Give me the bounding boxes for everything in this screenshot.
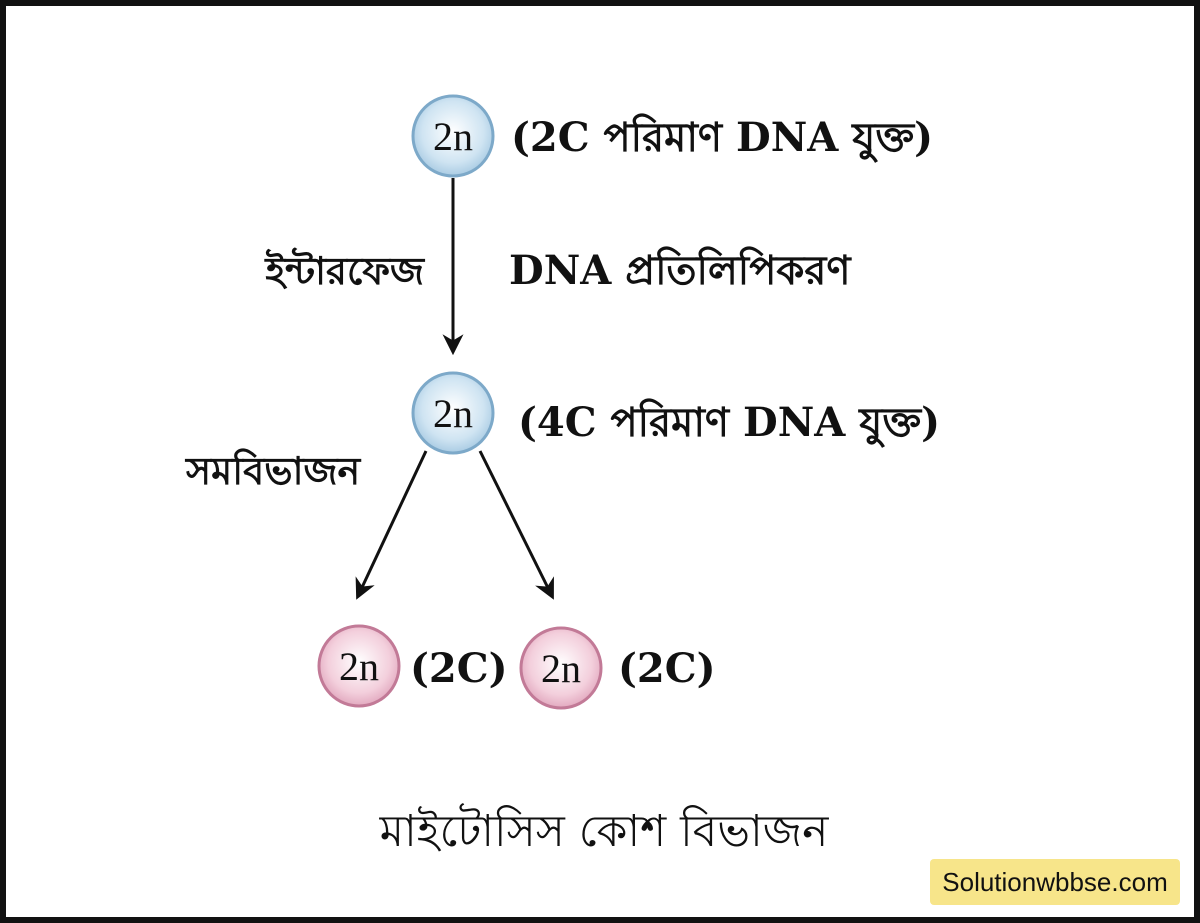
- division-arrow-left: [355, 450, 428, 600]
- watermark: Solutionwbbse.com: [930, 859, 1180, 905]
- top-cell: 2n: [411, 94, 495, 178]
- daughter-cell-left-circle: [317, 624, 401, 708]
- top-cell-label: 2n: [433, 114, 473, 159]
- daughter-cell-right-circle: [519, 626, 603, 710]
- daughter-cell-left: 2n: [317, 624, 401, 708]
- daughter-cell-left-label: 2n: [339, 644, 379, 689]
- mitosis-diagram: 2n (2C পরিমাণ DNA যুক্ত) ইন্টারফেজ DNA প…: [184, 94, 940, 857]
- middle-cell: 2n: [411, 371, 495, 455]
- middle-cell-label: 2n: [433, 391, 473, 436]
- top-cell-circle: [411, 94, 495, 178]
- middle-cell-dna-note: (4C পরিমাণ DNA যুক্ত): [518, 398, 940, 447]
- dna-replication-label: DNA প্রতিলিপিকরণ: [509, 246, 852, 294]
- mitosis-label: সমবিভাজন: [184, 448, 362, 493]
- top-cell-dna-note: (2C পরিমাণ DNA যুক্ত): [511, 113, 933, 162]
- division-arrow-right: [478, 450, 554, 600]
- daughter-cell-right: 2n: [519, 626, 603, 710]
- daughter-cell-left-note: (2C): [410, 645, 508, 692]
- middle-cell-circle: [411, 371, 495, 455]
- daughter-cell-right-label: 2n: [541, 646, 581, 691]
- daughter-cell-right-note: (2C): [618, 645, 716, 692]
- interphase-label: ইন্টারফেজ: [263, 247, 426, 293]
- diagram-caption: মাইটোসিস কোশ বিভাজন: [379, 803, 830, 857]
